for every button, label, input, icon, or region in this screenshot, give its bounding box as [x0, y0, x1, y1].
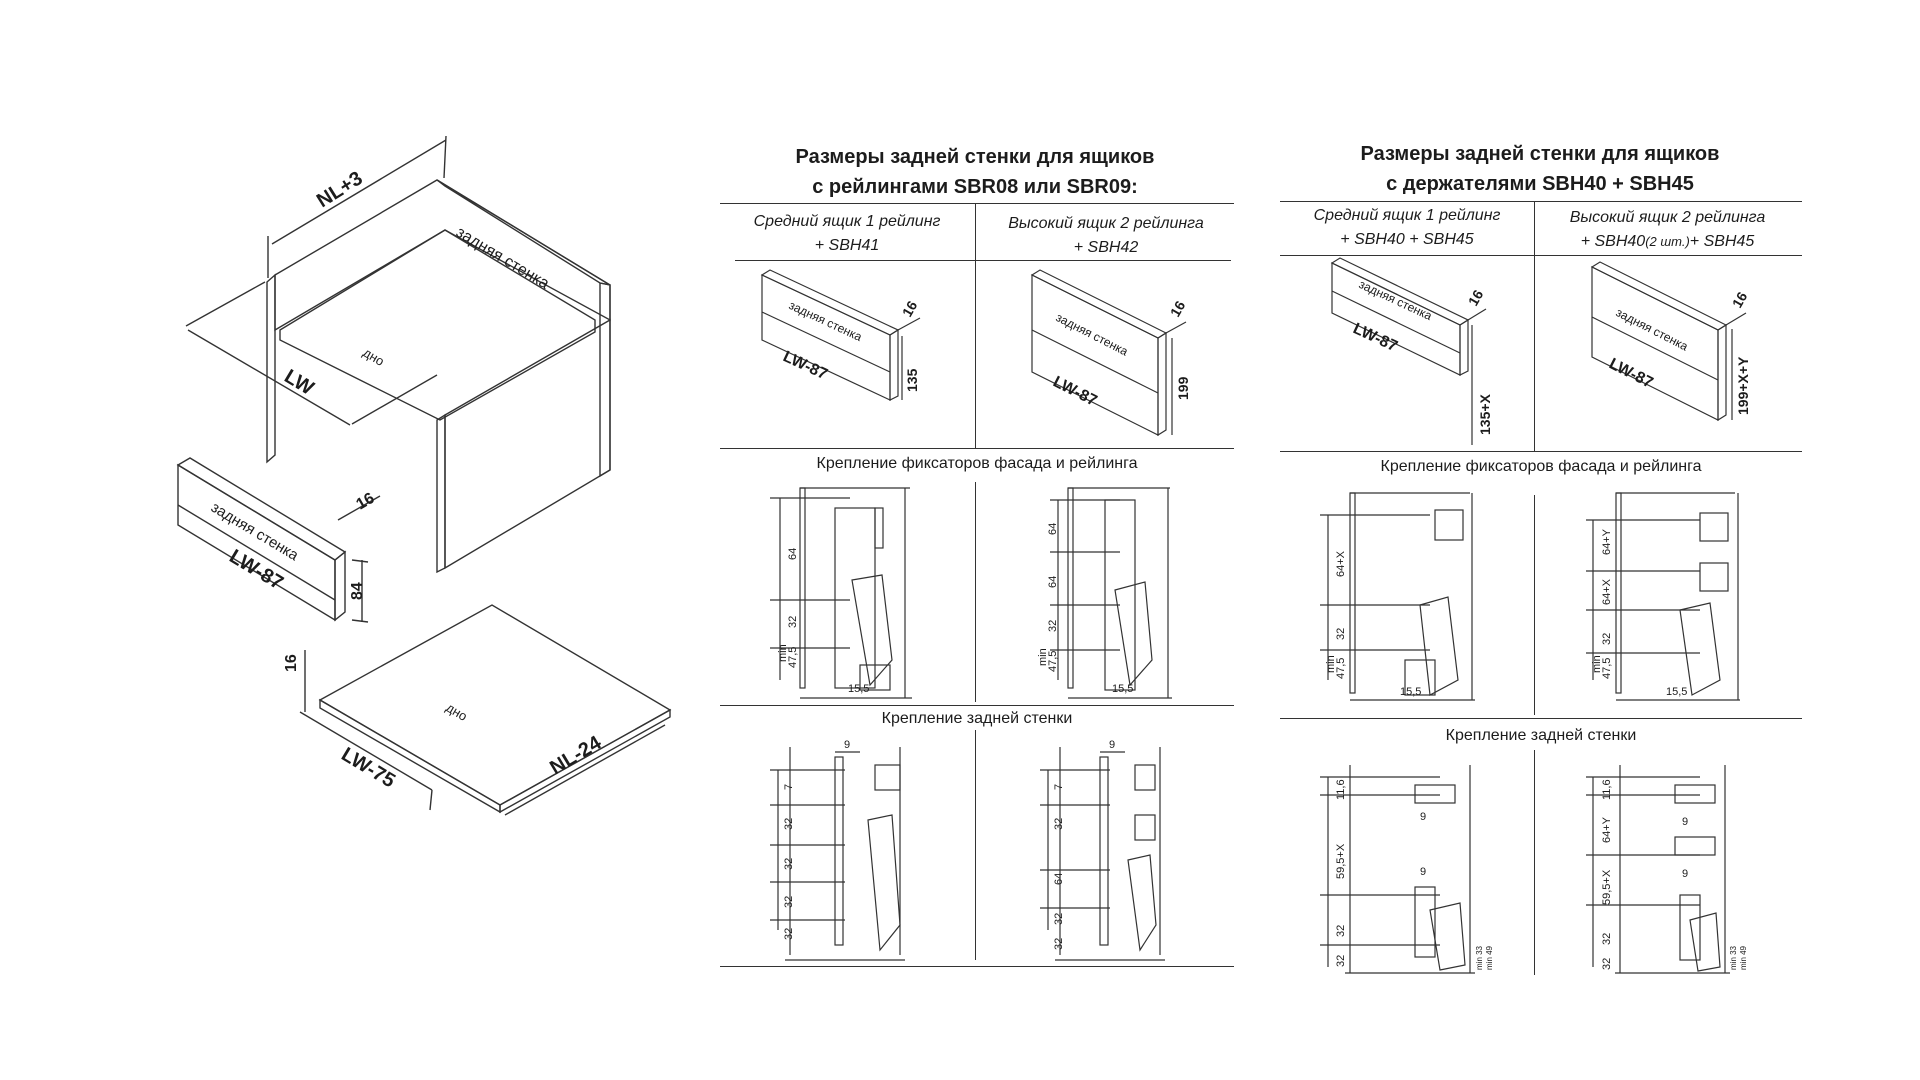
hfl-47: 47,5 [1335, 658, 1347, 679]
cabinet-left-side [266, 273, 276, 464]
nl-plus-3-label: NL+3 [313, 167, 367, 212]
rfr-64b: 64 [1047, 576, 1059, 588]
rbl-32d: 32 [783, 928, 795, 940]
hbr-min33: min 33 [1729, 945, 1738, 970]
rfl-64: 64 [787, 548, 799, 560]
holder-panel1-height: 135+X [1477, 393, 1493, 435]
railing-back-fix-title: Крепление задней стенки [881, 710, 1073, 727]
hbl-9a: 9 [1420, 811, 1426, 823]
holder-col2-line1: Высокий ящик 2 рейлинга [1569, 209, 1766, 226]
rbl-32b: 32 [783, 858, 795, 870]
holder-title-line1: Размеры задней стенки для ящиков [1360, 143, 1720, 165]
holder-panel1-length: LW-87 [1350, 320, 1400, 355]
holder-panel2-height: 199+X+Y [1735, 356, 1751, 415]
rfr-47: 47,5 [1047, 651, 1059, 672]
hbl-9b: 9 [1420, 866, 1426, 878]
rbl-9: 9 [844, 739, 850, 751]
railing-col1-line1: Средний ящик 1 рейлинг [753, 213, 941, 230]
railing-panel2-thickness: 16 [1167, 298, 1189, 320]
railing-title-line1: Размеры задней стенки для ящиков [795, 146, 1155, 168]
hfr-15: 15,5 [1666, 686, 1687, 698]
hbr-9b: 9 [1682, 868, 1688, 880]
hfr-min: min [1591, 655, 1603, 673]
rbr-64: 64 [1053, 873, 1065, 885]
rfr-15: 15,5 [1112, 683, 1133, 695]
holder-front-fix-title: Крепление фиксаторов фасада и рейлинга [1380, 458, 1702, 475]
holder-title-line2: с держателями SBH40 + SBH45 [1386, 173, 1694, 195]
bottom-thickness-label: 16 [283, 654, 300, 672]
holder-back-fix-title: Крепление задней стенки [1445, 727, 1637, 744]
railing-panel2-label: задняя стенка [1054, 310, 1131, 358]
hbl-min33: min 33 [1475, 945, 1484, 970]
hfl-min: min [1325, 655, 1337, 673]
rbr-7: 7 [1053, 784, 1065, 790]
hfr-32: 32 [1601, 633, 1613, 645]
bottom-width-label: LW-75 [337, 743, 398, 792]
hbr-min49: min 49 [1739, 945, 1748, 970]
rfl-32: 32 [787, 616, 799, 628]
rfr-64a: 64 [1047, 523, 1059, 535]
hbr-64y: 64+Y [1601, 816, 1613, 843]
railing-title-line2: с рейлингами SBR08 или SBR09: [812, 176, 1138, 198]
hbr-32a: 32 [1601, 933, 1613, 945]
hbr-9a: 9 [1682, 816, 1688, 828]
cabinet-right-side [599, 282, 611, 478]
rbl-32c: 32 [783, 896, 795, 908]
railing-col2-line1: Высокий ящик 2 рейлинга [1008, 215, 1204, 232]
hbr-59: 59,5+X [1601, 869, 1613, 905]
holder-drawings: задняя стенка LW-87 16 135+X задняя стен… [1320, 257, 1751, 974]
railing-drawings: задняя стенка LW-87 16 135 задняя стенка… [760, 269, 1191, 961]
holder-panel2-thickness: 16 [1729, 289, 1751, 311]
railing-front-fix-title: Крепление фиксаторов фасада и рейлинга [816, 455, 1138, 472]
hfr-64x: 64+X [1601, 578, 1613, 605]
railing-panel1-thickness: 16 [899, 298, 921, 320]
railing-panel1-height: 135 [904, 368, 920, 392]
rfr-min: min [1037, 648, 1049, 666]
hbl-32b: 32 [1335, 955, 1347, 967]
hbl-11: 11,6 [1335, 779, 1347, 800]
lw-label: LW [280, 365, 317, 399]
hbl-min49: min 49 [1485, 945, 1494, 970]
rfr-32: 32 [1047, 620, 1059, 632]
rbr-9: 9 [1109, 739, 1115, 751]
hfl-32: 32 [1335, 628, 1347, 640]
rfl-min: min [777, 644, 789, 662]
isometric-drawings: NL+3 задняя стенка дно LW задняя стенка … [176, 135, 672, 816]
back-wall-label: задняя стенка [453, 224, 552, 293]
rbr-32c: 32 [1053, 938, 1065, 950]
hfr-64y: 64+Y [1601, 528, 1613, 555]
holder-col2-line2: + SBH40(2 шт.)+ SBH45 [1580, 233, 1755, 250]
bottom-part-label: дно [443, 700, 470, 724]
hfl-64x: 64+X [1335, 550, 1347, 577]
rbr-32a: 32 [1053, 818, 1065, 830]
railing-panel2-length: LW-87 [1050, 373, 1100, 409]
hbr-32b: 32 [1601, 958, 1613, 970]
holder-col1-line2: + SBH40 + SBH45 [1340, 231, 1474, 248]
hfr-47: 47,5 [1601, 658, 1613, 679]
bottom-depth-label: NL-24 [546, 731, 606, 779]
rfl-15: 15,5 [848, 683, 869, 695]
railing-col2-line2: + SBH42 [1073, 239, 1139, 256]
back-panel-thickness-label: 16 [354, 490, 378, 514]
rbl-32a: 32 [783, 818, 795, 830]
railing-panel2-height: 199 [1175, 376, 1191, 400]
holder-panel1-label: задняя стенка [1357, 277, 1435, 323]
back-panel-height-label: 84 [349, 582, 366, 600]
holder-panel1-thickness: 16 [1465, 287, 1487, 309]
rbr-32b: 32 [1053, 913, 1065, 925]
holder-panel2-length: LW-87 [1606, 355, 1656, 391]
hbl-59: 59,5+X [1335, 843, 1347, 879]
hfl-15: 15,5 [1400, 686, 1421, 698]
bottom-label: дно [360, 345, 387, 369]
railing-panel1-length: LW-87 [780, 348, 830, 383]
railing-col1-line2: + SBH41 [814, 237, 880, 254]
hbl-32a: 32 [1335, 925, 1347, 937]
rfl-47: 47,5 [787, 647, 799, 668]
rbl-7: 7 [783, 784, 795, 790]
hbr-11: 11,6 [1601, 779, 1613, 800]
holder-col1-line1: Средний ящик 1 рейлинг [1313, 207, 1501, 224]
